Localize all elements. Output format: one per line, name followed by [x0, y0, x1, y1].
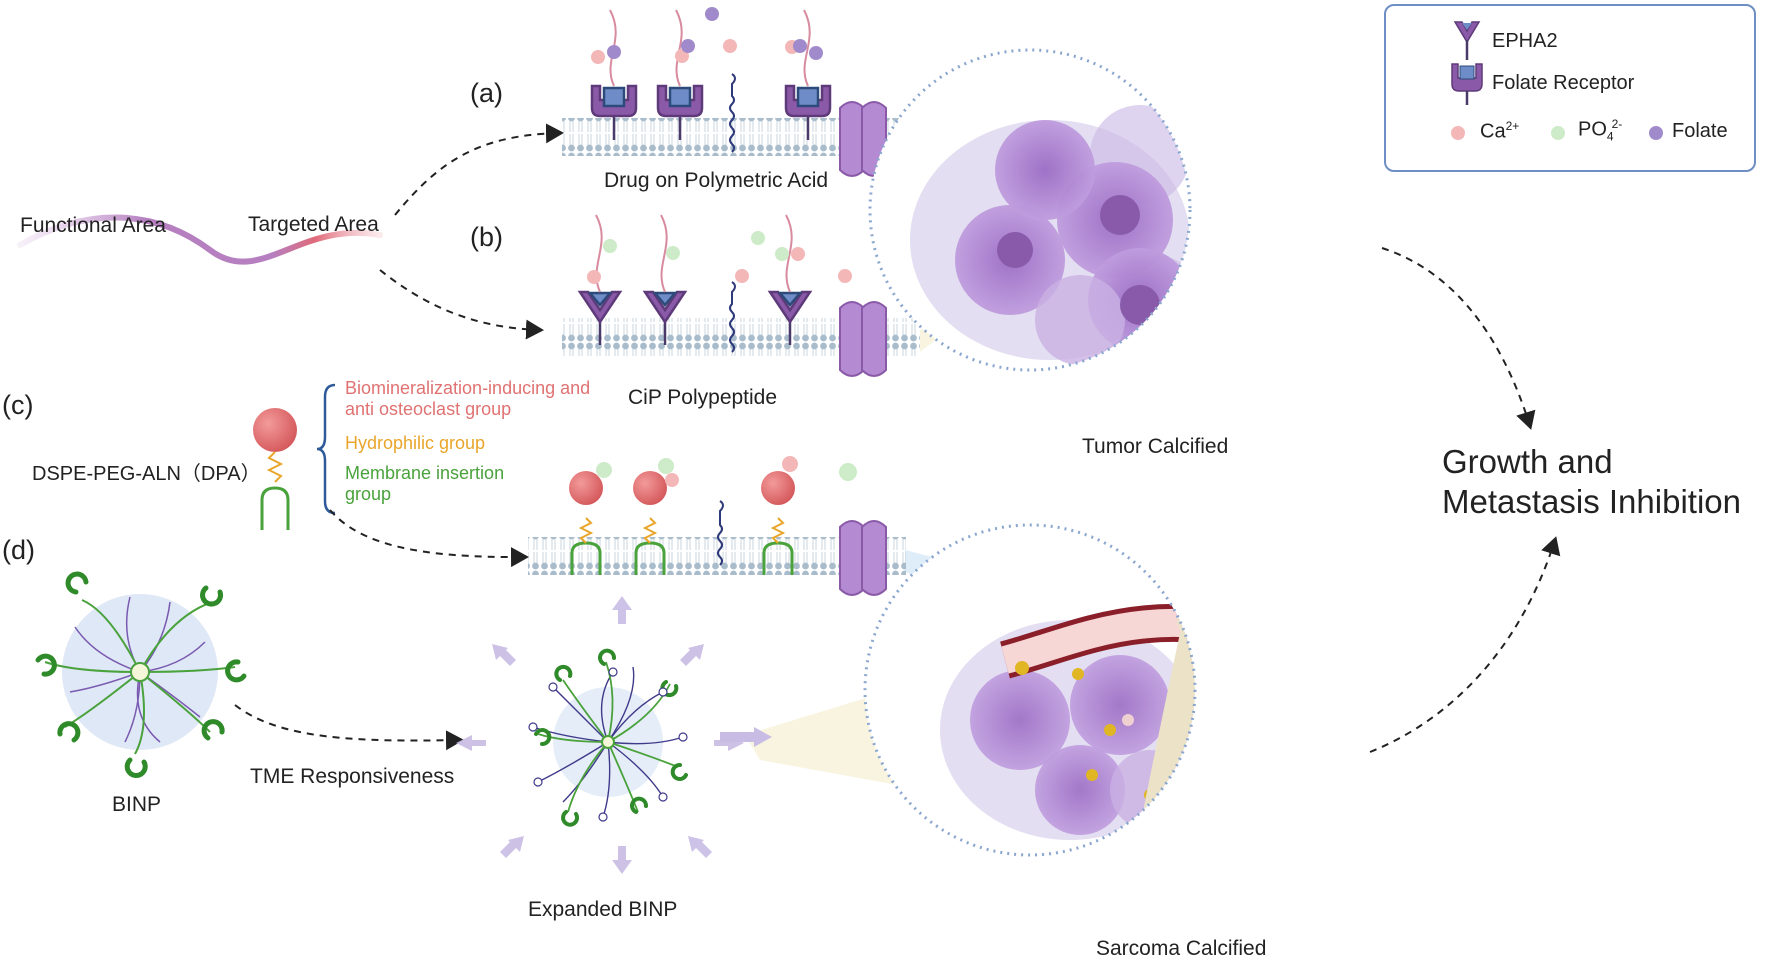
binp-label: BINP [112, 793, 162, 816]
legend-folate-receptor-label: Folate Receptor [1492, 72, 1635, 94]
arrow-dpa-to-membrane [329, 509, 529, 568]
legend-folate-label: Folate [1672, 120, 1728, 142]
dpa-structure-icon [253, 408, 297, 530]
drug-on-polymetric-acid-label: Drug on Polymetric Acid [604, 169, 829, 192]
squiggle-c [717, 500, 724, 566]
arrow-tumor-to-outcome [1381, 247, 1536, 430]
outcome-label: Growth and Metastasis Inhibition [1442, 443, 1741, 520]
channel-protein-c [839, 520, 887, 596]
peptide-chain [17, 214, 383, 265]
tme-responsiveness-label: TME Responsiveness [250, 765, 455, 788]
group-red-label: Biomineralization-inducing and anti oste… [345, 378, 591, 419]
group-bracket [316, 383, 336, 515]
ions-b [587, 231, 852, 284]
arrow-sarcoma-to-outcome [1369, 536, 1561, 753]
legend-ca-dot [1451, 126, 1465, 140]
ions-a [591, 7, 823, 64]
arrow-peptide-to-b [379, 269, 544, 340]
legend-folate-dot [1649, 126, 1663, 140]
epha2-receptors-b [577, 214, 813, 345]
sarcoma-calcified-circle [863, 523, 1197, 857]
squiggle-b [729, 281, 736, 353]
legend-ca-label: Ca2+ [1480, 119, 1520, 143]
tumor-calcified-circle [868, 48, 1192, 372]
binp-particle [35, 571, 247, 778]
legend: EPHA2 Folate Receptor Ca2+ PO42- Folate [1384, 4, 1756, 172]
legend-po4-dot [1551, 126, 1565, 140]
legend-po4-label: PO42- [1578, 117, 1623, 144]
arrow-expanded-to-sarcoma-head [754, 727, 772, 747]
panel-label-c: (c) [2, 390, 34, 420]
arrow-peptide-to-a [394, 123, 564, 216]
folate-receptors-a [590, 9, 832, 140]
tumor-calcified-label: Tumor Calcified [1082, 435, 1229, 458]
legend-folate-receptor-icon [1451, 63, 1483, 105]
expanded-binp-particle [456, 596, 744, 874]
legend-epha2-icon [1453, 21, 1481, 60]
cip-polypeptide-label: CiP Polypeptide [628, 386, 778, 409]
group-yellow-label: Hydrophilic group [345, 433, 486, 453]
channel-protein-b [839, 301, 887, 377]
panel-label-b: (b) [470, 222, 503, 252]
functional-area-label: Functional Area [20, 214, 166, 237]
legend-epha2-label: EPHA2 [1492, 30, 1558, 52]
panel-label-a: (a) [470, 78, 503, 108]
panel-label-d: (d) [2, 535, 35, 565]
dpa-molecules-c [569, 456, 857, 575]
dpa-label: DSPE-PEG-ALN（DPA） [32, 463, 261, 485]
group-green-label: Membrane insertion group [345, 463, 505, 504]
sarcoma-calcified-label: Sarcoma Calcified [1096, 937, 1267, 960]
expanded-binp-label: Expanded BINP [528, 898, 678, 921]
arrow-binp-to-expanded [234, 704, 464, 751]
targeted-area-label: Targeted Area [248, 213, 379, 236]
squiggle-a [729, 73, 736, 153]
